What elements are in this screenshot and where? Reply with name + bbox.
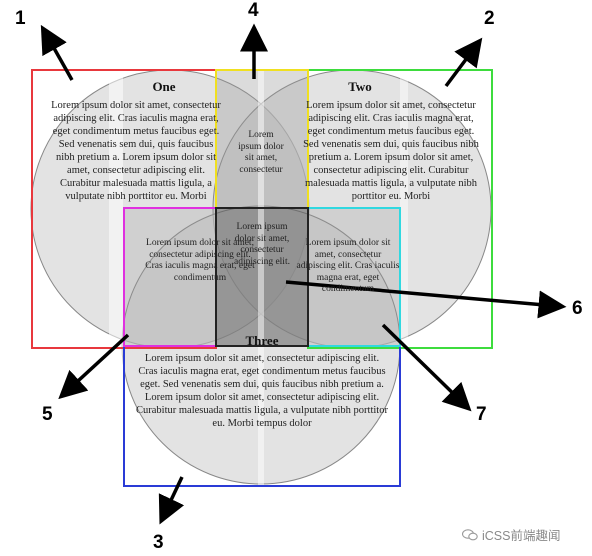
- callout-6: 6: [572, 298, 583, 319]
- callout-3: 3: [153, 532, 164, 553]
- overlap-one-three-text: Lorem ipsum dolor sit amet, consectetur …: [145, 238, 255, 283]
- circle-one-text: Lorem ipsum dolor sit amet, consectetur …: [51, 100, 221, 202]
- callout-4: 4: [248, 0, 259, 21]
- overlap-two-three-text: Lorem ipsum dolor sit amet, consectetur …: [296, 238, 400, 294]
- separator-strip: [109, 74, 123, 484]
- circle-three-text: Lorem ipsum dolor sit amet, consectetur …: [136, 353, 388, 429]
- arrow-5: [58, 333, 130, 400]
- arrow-3: [158, 476, 185, 525]
- circle-two-title: Two: [348, 79, 372, 94]
- watermark-text: iCSS前端趣闻: [482, 529, 561, 543]
- callout-1: 1: [15, 8, 26, 29]
- separator-strip: [400, 74, 408, 484]
- circle-two-text: Lorem ipsum dolor sit amet, consectetur …: [303, 100, 479, 202]
- callout-2: 2: [484, 8, 495, 29]
- center-text: Lorem ipsum dolor sit amet, consectetur …: [234, 222, 290, 267]
- arrow-2: [444, 37, 483, 88]
- wechat-icon: [462, 528, 478, 540]
- callout-5: 5: [42, 404, 53, 425]
- overlap-one-three-box: [124, 208, 216, 346]
- arrow-7: [381, 323, 472, 412]
- separator-strip: [258, 70, 264, 485]
- box-center: [215, 207, 309, 347]
- overlap-two-three-box: [308, 208, 400, 346]
- watermark: iCSS前端趣闻: [462, 525, 560, 544]
- circle-one-title: One: [152, 79, 176, 94]
- arrow-1: [40, 24, 74, 81]
- arrow-6: [285, 280, 567, 319]
- overlap-one-two-text: Lorem ipsum dolor sit amet, consectetur: [238, 130, 284, 175]
- callout-7: 7: [476, 404, 487, 425]
- circle-three-title: Three: [245, 333, 279, 348]
